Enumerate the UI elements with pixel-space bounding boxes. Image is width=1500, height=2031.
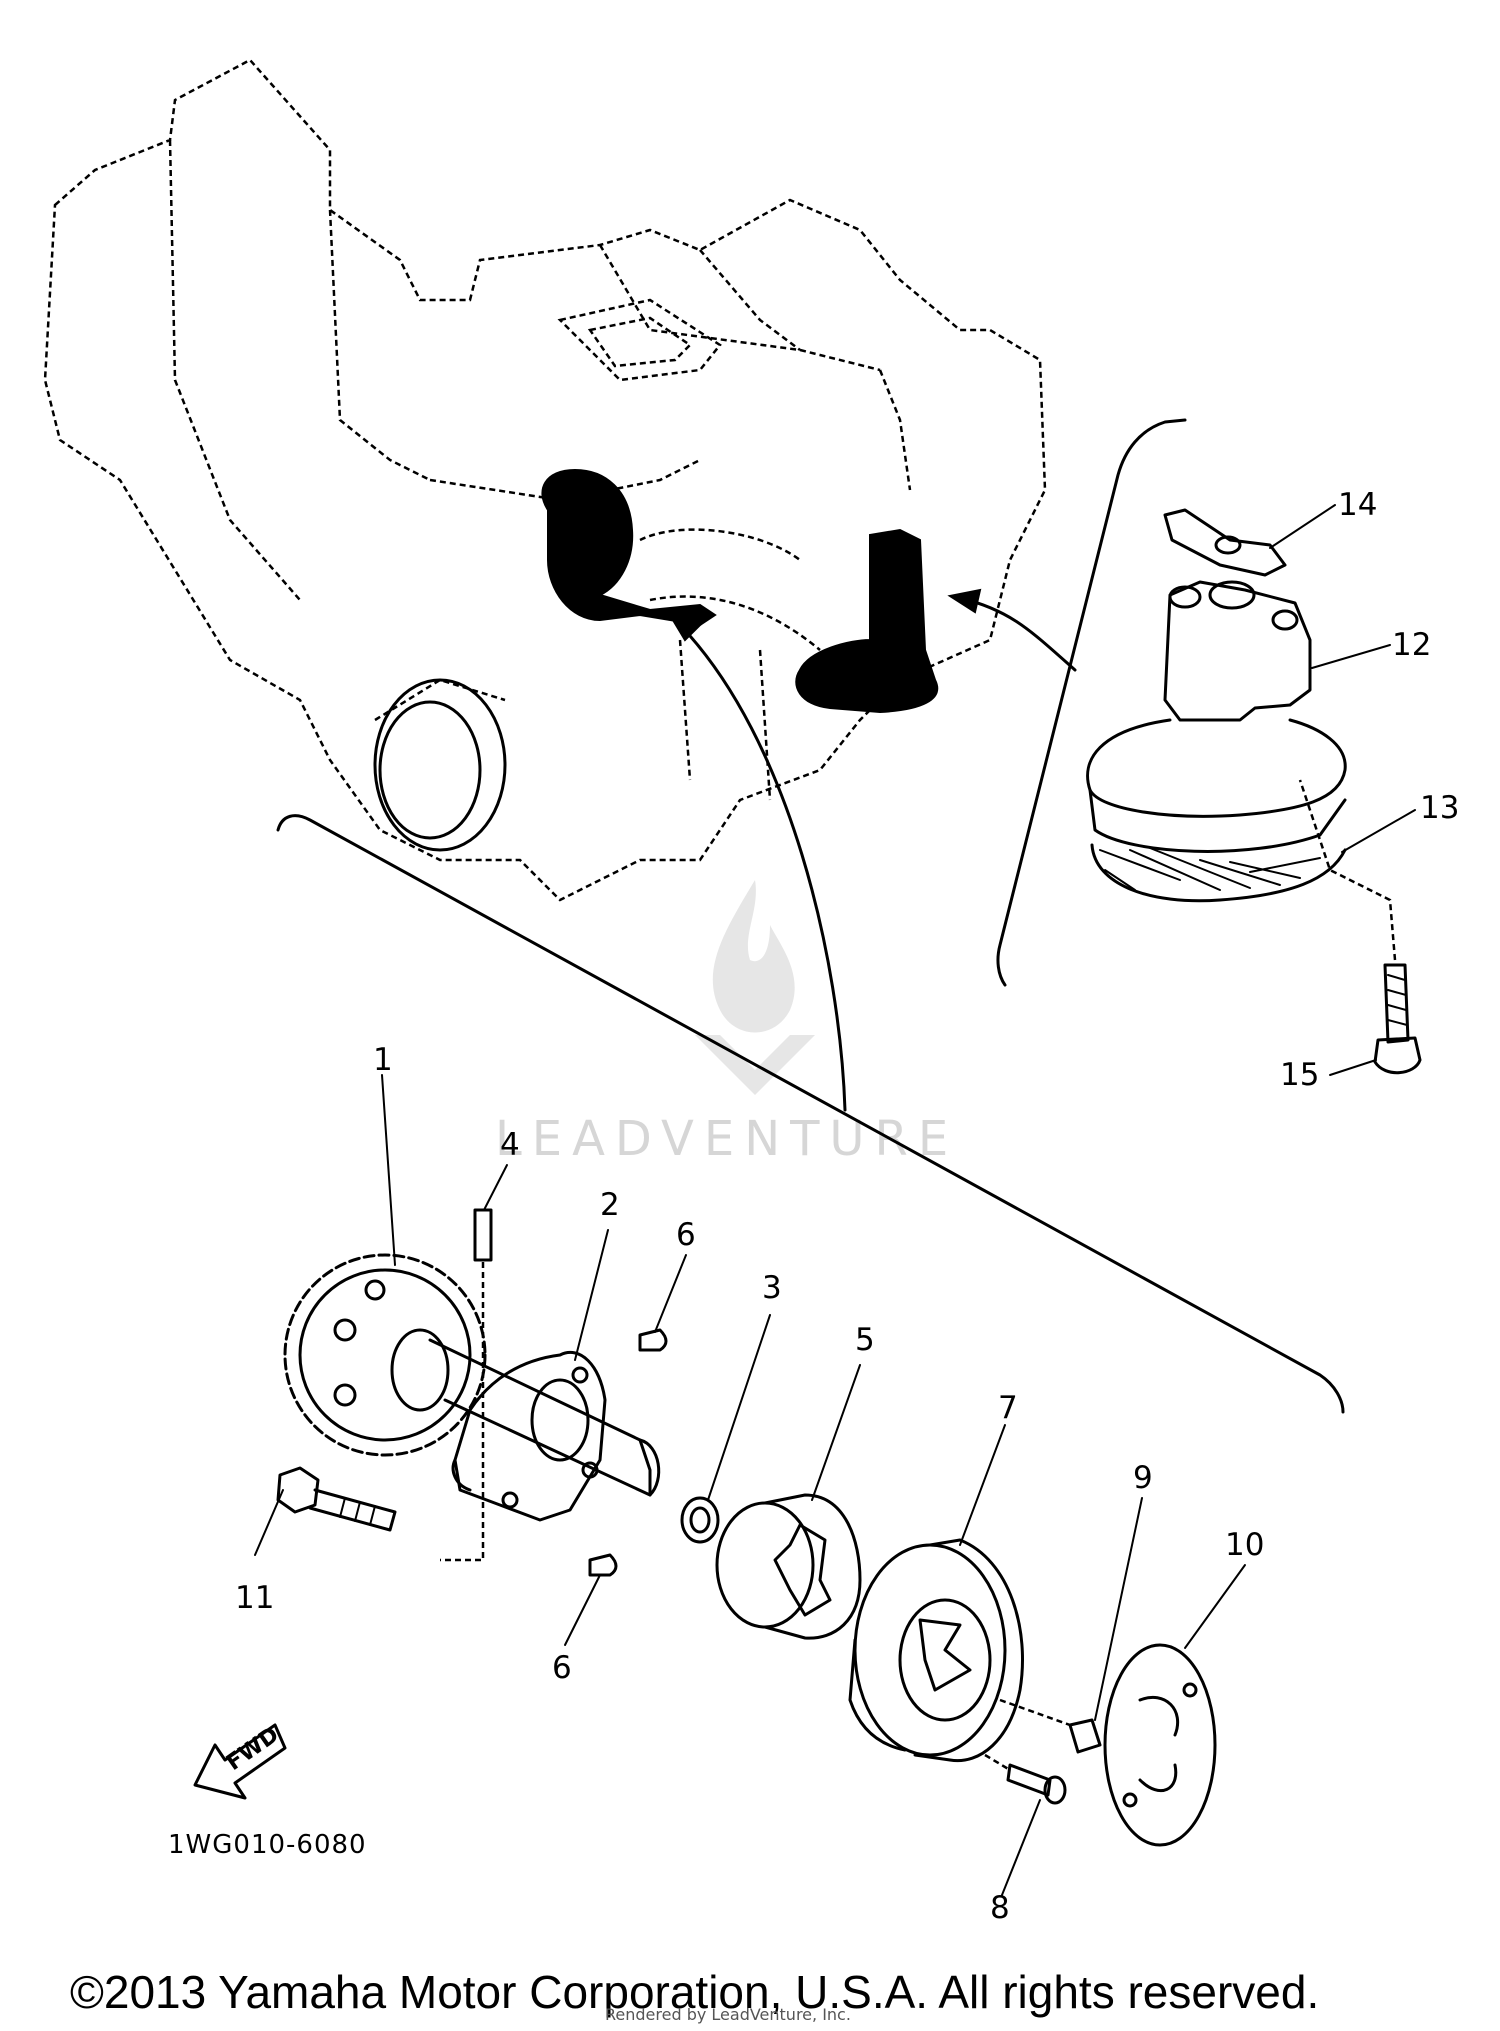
callout-15: 15 (1280, 1057, 1319, 1093)
washer (680, 1496, 720, 1544)
oil-passage-left (541, 468, 717, 627)
flow-arrows (667, 588, 1077, 1112)
watermark-flame-icon (712, 880, 795, 1033)
dowel-pin-lower (588, 1553, 618, 1577)
housing-dowel-pin (1068, 1718, 1102, 1754)
forward-direction-arrow: FWD (193, 1722, 287, 1800)
callout-12: 12 (1392, 627, 1431, 663)
callout-14: 14 (1338, 487, 1377, 523)
watermark-text: LEADVENTURE (495, 1111, 958, 1167)
watermark-chevron-icon (695, 1035, 815, 1095)
pump-body (451, 1350, 607, 1522)
callout-6-lower: 6 (552, 1650, 572, 1686)
housing-screw (984, 1753, 1067, 1805)
oil-strainer (1086, 580, 1347, 903)
oil-passage-right (795, 528, 938, 714)
callout-6-upper: 6 (676, 1217, 696, 1253)
dowel-pin-upper (638, 1328, 668, 1352)
callout-labels: 1 2 3 4 5 6 6 7 8 9 10 11 12 13 14 15 (235, 487, 1459, 1926)
section-brackets (276, 418, 1345, 1414)
leadventure-watermark: LEADVENTURE (495, 880, 958, 1167)
callout-1: 1 (373, 1042, 393, 1078)
rendered-by-notice: Rendered by LeadVenture, Inc. (605, 2005, 851, 2024)
diagram-code: 1WG010-6080 (168, 1830, 367, 1860)
callout-2: 2 (600, 1187, 620, 1223)
cover-plate (1103, 1643, 1217, 1847)
callout-3: 3 (762, 1270, 782, 1306)
callout-13: 13 (1420, 790, 1459, 826)
callout-10: 10 (1225, 1527, 1264, 1563)
gasket (1163, 508, 1287, 577)
strainer-bolt (1298, 779, 1422, 1075)
callout-8: 8 (990, 1890, 1010, 1926)
pump-drive-gear (283, 1253, 661, 1497)
copyright-notice: ©2013 Yamaha Motor Corporation, U.S.A. A… (70, 1966, 1319, 2018)
callout-11: 11 (235, 1580, 274, 1616)
inner-rotor (715, 1493, 862, 1640)
callout-5: 5 (855, 1322, 875, 1358)
oil-passages (541, 468, 938, 714)
pump-housing (848, 1538, 1024, 1763)
engine-crankcase (43, 58, 1047, 902)
callout-4: 4 (500, 1127, 520, 1163)
callout-9: 9 (1133, 1460, 1153, 1496)
pump-mount-bolt (276, 1466, 397, 1532)
fwd-label: FWD (222, 1722, 283, 1775)
leader-lines (254, 504, 1416, 1896)
dowel-pin (473, 1208, 493, 1262)
callout-7: 7 (998, 1390, 1018, 1426)
